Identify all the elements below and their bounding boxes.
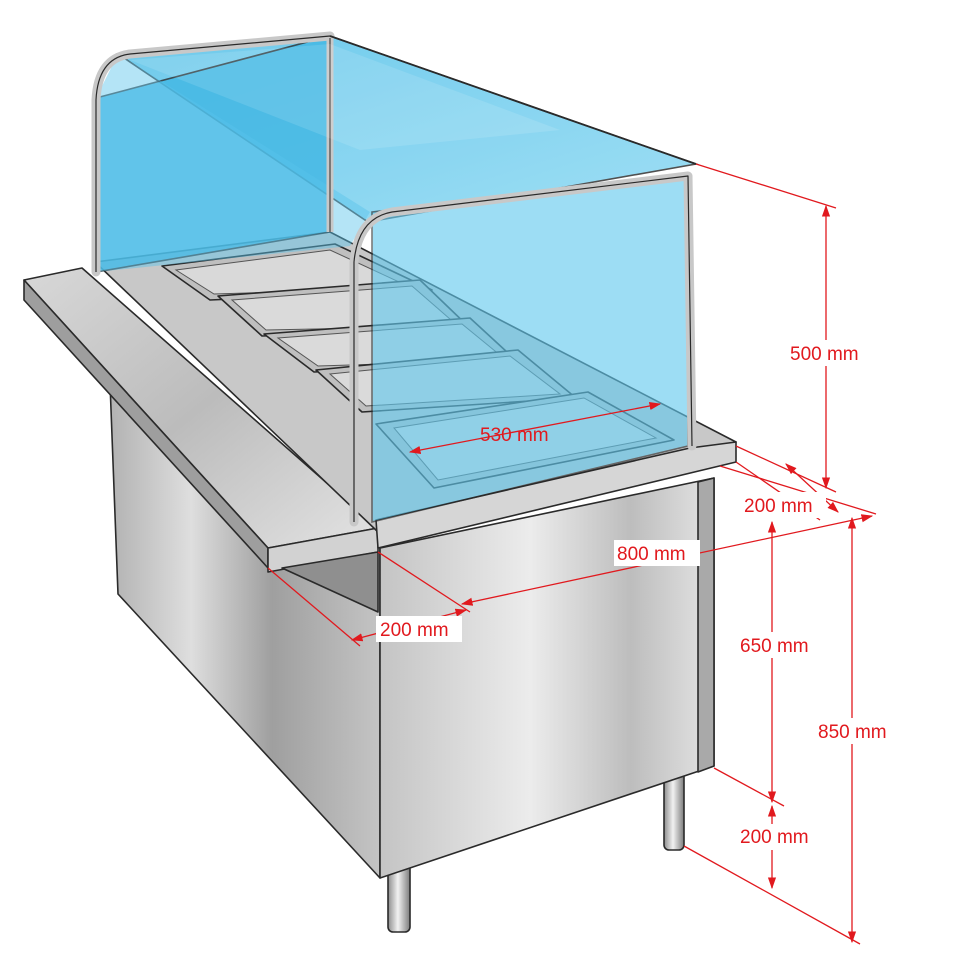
- label-leg-height: 200 mm: [740, 827, 809, 848]
- dimension-labels: 500 mm 530 mm 200 mm 800 mm 200 mm 650 m…: [376, 340, 900, 850]
- label-glass-height: 500 mm: [790, 344, 859, 365]
- label-total-height: 850 mm: [818, 722, 887, 743]
- ext-line-floor: [683, 845, 861, 945]
- ext-line-tray-back: [377, 551, 471, 613]
- ext-line-tray-front: [267, 567, 361, 647]
- label-pan-length: 530 mm: [480, 425, 549, 446]
- label-front-shelf-depth: 200 mm: [380, 620, 449, 641]
- label-cabinet-depth: 800 mm: [617, 544, 686, 565]
- ext-line-glass-top: [695, 163, 837, 209]
- glass-inner-side: [96, 54, 370, 272]
- cabinet-front-edge-strip: [697, 477, 715, 773]
- label-rear-shelf-depth: 200 mm: [744, 496, 813, 517]
- dim-arrow-200-rear: [785, 463, 839, 513]
- front-shelf-underside: [281, 551, 379, 613]
- ext-line-glass-bottom: [735, 445, 837, 493]
- dim-arrow-530: [408, 401, 662, 455]
- label-cabinet-height: 650 mm: [740, 636, 809, 657]
- glass-top-rear-rail: [329, 35, 697, 165]
- ext-line-cabinet-bottom: [713, 767, 785, 807]
- glass-reflection: [130, 44, 560, 150]
